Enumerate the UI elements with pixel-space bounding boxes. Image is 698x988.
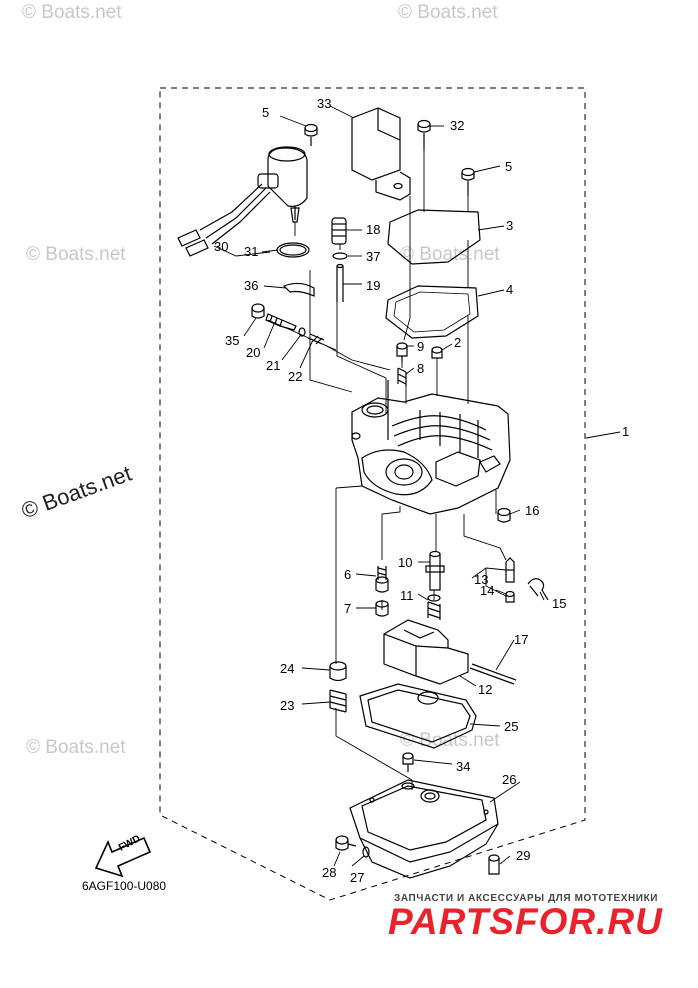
- callout-34: 34: [456, 759, 471, 774]
- part-float-12: [383, 619, 469, 685]
- part-clip-36: [282, 282, 315, 297]
- callout-28: 28: [322, 865, 337, 880]
- callout-37: 37: [366, 249, 381, 264]
- callout-25: 25: [504, 719, 519, 734]
- part-jet-18: [331, 217, 347, 245]
- callout-33: 33: [317, 96, 332, 111]
- watermark-top-left: © Boats.net: [22, 2, 122, 23]
- part-screw-9: [396, 342, 408, 362]
- part-carburetor-body-1: [351, 380, 511, 515]
- leader-lines: [213, 105, 621, 867]
- part-bracket-33: [351, 107, 411, 201]
- part-screw-29: [488, 854, 500, 875]
- callout-5-right: 5: [505, 159, 513, 174]
- part-float-bowl-26: [349, 779, 499, 879]
- callout-13: 13: [474, 572, 489, 587]
- callout-16: 16: [525, 503, 540, 518]
- assembly-boundary: [159, 87, 586, 901]
- callout-23: 23: [280, 698, 295, 713]
- shop-logo: PARTSFOR.RU: [388, 901, 663, 942]
- callout-1: 1: [622, 424, 630, 439]
- callout-4: 4: [506, 282, 514, 297]
- part-screw-5-top: [304, 123, 318, 146]
- part-screw-20: [265, 313, 297, 331]
- shop-tagline: ЗАПЧАСТИ И АКСЕССУАРЫ ДЛЯ МОТОТЕХНИКИ: [394, 893, 659, 904]
- callout-26: 26: [502, 772, 517, 787]
- callout-12: 12: [478, 682, 493, 697]
- part-cover-3: [387, 209, 481, 265]
- part-screw-32: [417, 119, 431, 150]
- callout-29: 29: [516, 848, 531, 863]
- callout-21: 21: [266, 358, 281, 373]
- part-screw-5-right: [461, 167, 475, 196]
- part-plug-24: [329, 661, 347, 682]
- callout-15: 15: [552, 596, 567, 611]
- callout-10: 10: [398, 555, 413, 570]
- watermark-left-lower: © Boats.net: [26, 737, 126, 758]
- fwd-arrow-icon: [94, 836, 152, 878]
- part-screw-16: [497, 507, 511, 523]
- watermark-left-upper: © Boats.net: [26, 244, 126, 265]
- assembly-guide-lines: [267, 150, 507, 790]
- part-tube-10: [425, 550, 445, 591]
- part-screw-28: [335, 835, 357, 851]
- callout-5-top: 5: [262, 105, 270, 120]
- callout-36: 36: [244, 278, 259, 293]
- part-screw-34: [402, 752, 414, 772]
- callout-17: 17: [514, 632, 529, 647]
- watermark-right-upper: © Boats.net: [400, 244, 500, 265]
- part-jet-6: [375, 566, 389, 593]
- callout-3: 3: [506, 218, 514, 233]
- callout-14: 14: [480, 583, 495, 598]
- callout-22: 22: [288, 369, 303, 384]
- part-screw-2: [431, 346, 443, 359]
- part-needle-13: [505, 557, 515, 583]
- callout-18: 18: [366, 222, 381, 237]
- part-pin-17: [469, 663, 517, 685]
- callout-30: 30: [214, 239, 229, 254]
- callout-2: 2: [454, 335, 462, 350]
- diagram-code: 6AGF100-U080: [82, 879, 167, 893]
- part-plug-7: [375, 600, 389, 617]
- callout-6: 6: [344, 567, 352, 582]
- part-spring-8: [397, 367, 407, 386]
- callout-7: 7: [344, 601, 352, 616]
- part-gasket-4: [385, 285, 479, 339]
- part-solenoid-30: [177, 146, 308, 257]
- callout-32: 32: [450, 118, 465, 133]
- callout-8: 8: [417, 361, 425, 376]
- callout-27: 27: [350, 870, 365, 885]
- part-spring-11: [427, 594, 441, 620]
- part-washer-27: [362, 846, 370, 858]
- callout-20: 20: [246, 345, 261, 360]
- part-gasket-25: [359, 683, 477, 749]
- callout-24: 24: [280, 661, 295, 676]
- callout-31: 31: [244, 244, 259, 259]
- part-oring-21: [298, 327, 306, 337]
- watermark-top-right: © Boats.net: [398, 2, 498, 23]
- part-spring-23: [329, 689, 347, 713]
- callout-35: 35: [225, 333, 240, 348]
- part-screw-14: [505, 590, 515, 603]
- callout-11: 11: [400, 588, 414, 603]
- callout-19: 19: [366, 278, 381, 293]
- callout-9: 9: [417, 339, 425, 354]
- part-cap-35: [251, 303, 265, 319]
- part-clip-15: [527, 578, 549, 601]
- part-pin-19: [336, 263, 344, 302]
- part-oring-37: [332, 252, 348, 260]
